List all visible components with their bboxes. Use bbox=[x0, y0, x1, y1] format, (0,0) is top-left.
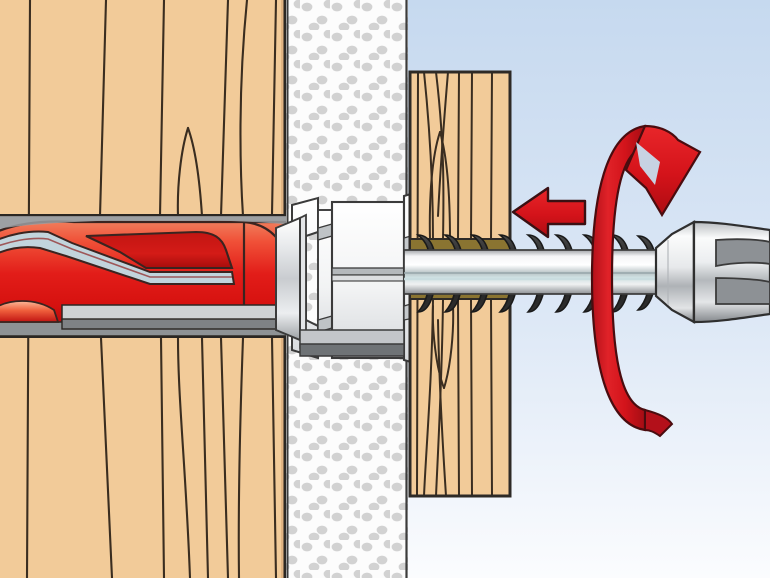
rotate-direction-arrow bbox=[590, 124, 702, 438]
push-direction-arrow bbox=[511, 186, 587, 239]
wood-screw bbox=[403, 234, 667, 313]
screwdriver-bit bbox=[692, 220, 770, 324]
anchor-body bbox=[0, 216, 300, 337]
